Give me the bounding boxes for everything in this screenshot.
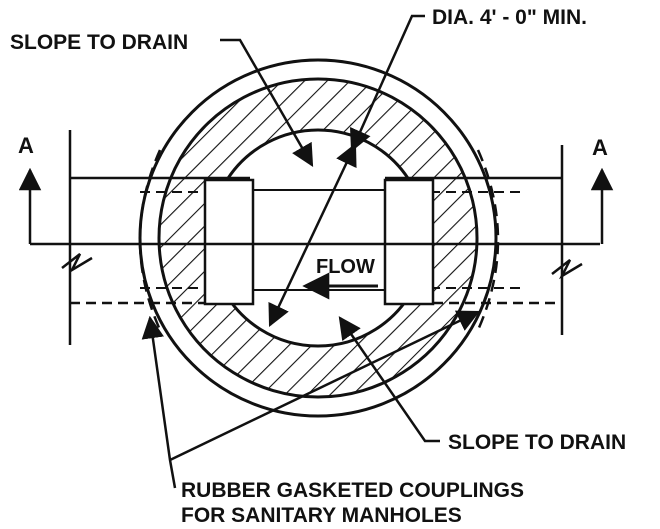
slope-top-label: SLOPE TO DRAIN: [10, 31, 188, 54]
coupling-right-dashed: [476, 149, 500, 331]
couplings-label-line2: FOR SANITARY MANHOLES: [181, 504, 462, 527]
coupling-leaders: [141, 310, 481, 489]
couplings-label-line1: RUBBER GASKETED COUPLINGS: [181, 479, 524, 502]
slope-bottom-label: SLOPE TO DRAIN: [448, 431, 626, 454]
coupling-left-dashed: [138, 149, 162, 331]
flow-label: FLOW: [316, 256, 375, 278]
section-line-a-a: [18, 167, 614, 246]
pipe-right: [385, 145, 564, 335]
diameter-leader: [350, 14, 425, 153]
break-symbol-left: [61, 253, 93, 274]
pipe-hidden-lines: [140, 191, 520, 289]
break-symbol-right: [551, 259, 583, 280]
section-label-left: A: [18, 133, 34, 158]
section-label-right: A: [592, 135, 608, 160]
manhole-outer-ring: [138, 58, 498, 418]
slope-top-leader: [220, 38, 314, 167]
pipe-stub-right: [383, 178, 435, 306]
diameter-dimension-line: [268, 142, 357, 328]
slope-bottom-leader: [338, 316, 440, 443]
diameter-label: DIA. 4' - 0" MIN.: [432, 6, 587, 29]
pipe-stub-left: [203, 178, 255, 306]
